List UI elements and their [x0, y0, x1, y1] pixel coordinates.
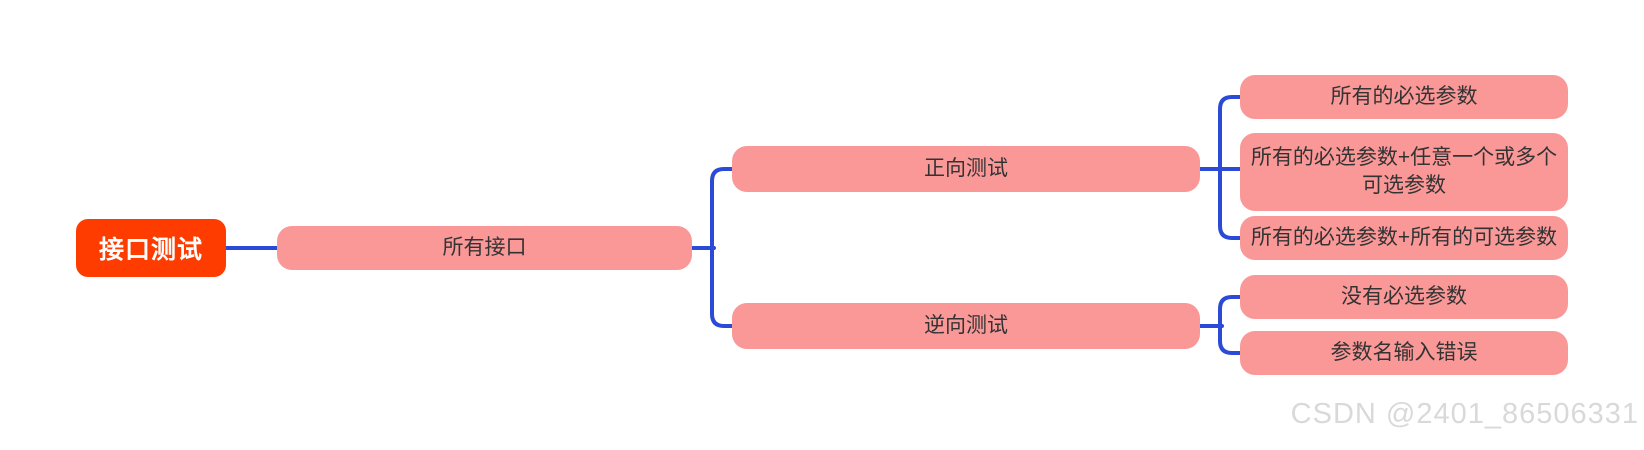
csdn-watermark: CSDN @2401_86506331: [1290, 398, 1639, 430]
node-positive-testing[interactable]: 正向测试: [732, 146, 1200, 192]
connector-level1-trunk: [710, 167, 734, 328]
node-all-interfaces[interactable]: 所有接口: [277, 226, 692, 270]
connector-negative-trunk: [1218, 295, 1242, 355]
node-root[interactable]: 接口测试: [76, 219, 226, 277]
node-required-plus-all-optional[interactable]: 所有的必选参数+所有的可选参数: [1240, 216, 1568, 260]
node-negative-testing[interactable]: 逆向测试: [732, 303, 1200, 349]
node-all-required-params[interactable]: 所有的必选参数: [1240, 75, 1568, 119]
node-wrong-param-name[interactable]: 参数名输入错误: [1240, 331, 1568, 375]
connector-positive-trunk: [1218, 95, 1242, 240]
node-no-required-params[interactable]: 没有必选参数: [1240, 275, 1568, 319]
node-required-plus-some-optional[interactable]: 所有的必选参数+任意一个或多个可选参数: [1240, 133, 1568, 211]
